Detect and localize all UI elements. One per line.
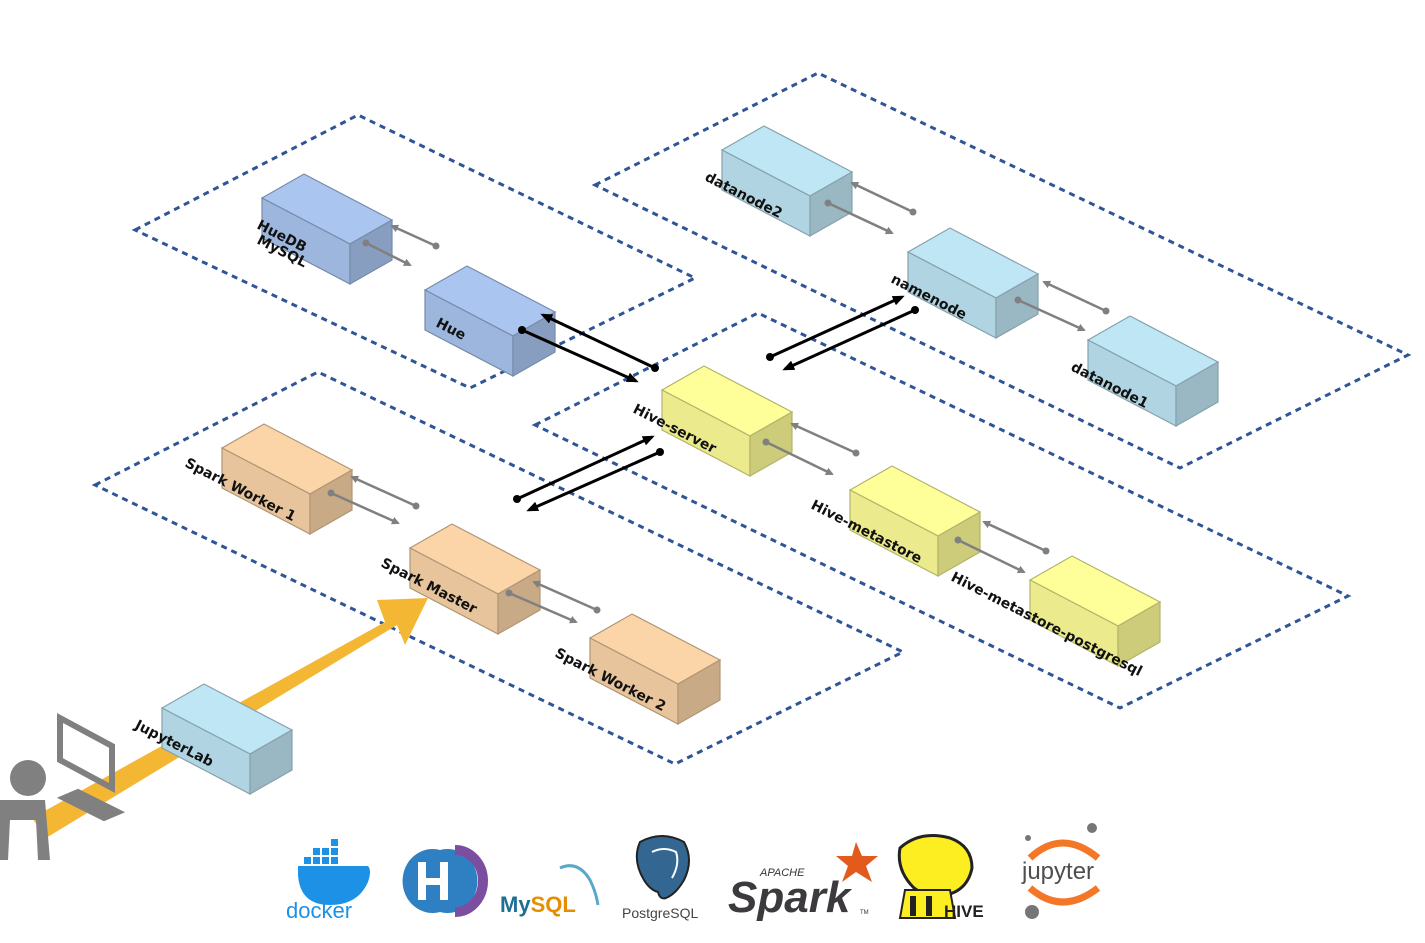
arrow-metastore-to-server xyxy=(790,422,860,457)
namenode-node: namenode xyxy=(888,227,1040,340)
hive-metastore-pg-node: Hive-metastore-postgresql xyxy=(948,555,1162,680)
spark-worker-1-node: Spark Worker 1 xyxy=(182,423,354,536)
arrow-hue-to-huedb xyxy=(390,224,440,250)
hue-group-outline xyxy=(131,113,699,390)
hive-server-node: Hive-server xyxy=(630,365,794,478)
user-icon xyxy=(0,760,50,860)
arrow-spark-to-hive xyxy=(513,435,655,503)
spark-group-outline xyxy=(91,370,907,766)
computer-icon xyxy=(56,712,126,822)
hdfs-group-outline xyxy=(591,71,1412,470)
arrow-pg-to-metastore xyxy=(982,520,1050,555)
arrow-hive-to-spark xyxy=(526,448,664,512)
arrow-hue-to-hive xyxy=(518,326,639,383)
arrow-datanode1-to-namenode xyxy=(1042,280,1110,315)
arrow-metastore-to-pg xyxy=(954,536,1026,574)
arrow-datanode2-to-namenode xyxy=(824,199,894,235)
datanode2-node: datanode2 xyxy=(702,125,854,238)
spark-worker-2-node: Spark Worker 2 xyxy=(552,613,722,726)
hive-metastore-node: Hive-metastore xyxy=(808,465,982,578)
arrow-worker2-to-master xyxy=(532,580,601,614)
arrow-namenode-to-datanode2 xyxy=(850,181,917,216)
arrow-hive-to-hue xyxy=(540,313,659,372)
hive-group-outline xyxy=(531,311,1352,710)
arrow-server-to-metastore xyxy=(762,438,834,476)
arrow-master-to-worker2 xyxy=(505,589,578,624)
arrow-hive-to-namenode xyxy=(766,295,905,361)
arrow-worker1-to-master xyxy=(327,489,400,525)
arrow-worker1-to-master-back xyxy=(350,475,420,510)
datanode1-node: datanode1 xyxy=(1068,315,1220,428)
hue-node: Hue xyxy=(423,265,557,378)
arrow-namenode-to-datanode1 xyxy=(1014,296,1086,332)
arrow-huedb-to-hue xyxy=(362,239,412,267)
arrow-namenode-to-hive xyxy=(782,306,919,371)
